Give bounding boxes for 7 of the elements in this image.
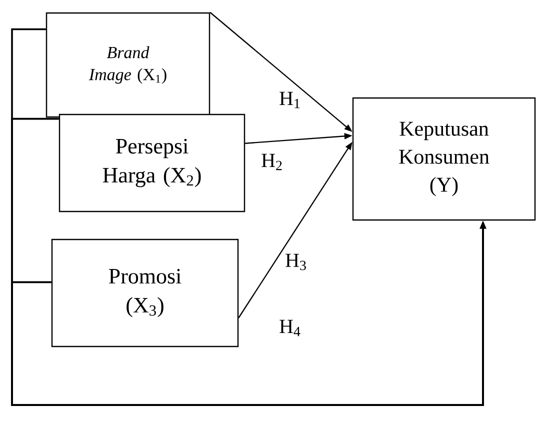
edge-label: H$_{3}$ [286,254,306,270]
variable-box: Keputusan Konsumen (Y) [352,97,536,221]
variable-box: Persepsi Harga (X$_{2}$) [58,114,246,212]
edge-label: H$_{4}$ [280,320,300,336]
variable-box: Promosi (X$_{3}$) [51,238,239,348]
edge-label: H$_{1}$ [280,92,300,108]
edge-label: H$_{2}$ [262,154,282,170]
